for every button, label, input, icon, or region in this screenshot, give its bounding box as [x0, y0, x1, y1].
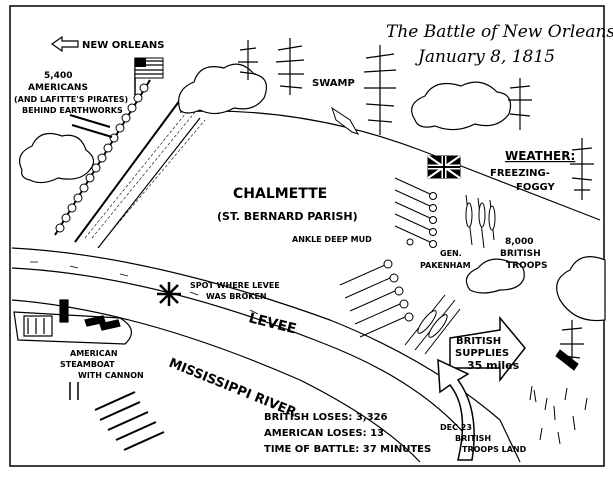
british-flag-icon	[427, 155, 461, 179]
label-americans-1: 5,400	[44, 71, 72, 81]
label-supplies-2: SUPPLIES	[455, 348, 509, 359]
alligator-icon	[331, 106, 360, 135]
pakenham-marker	[406, 238, 414, 246]
cloud-icon	[411, 81, 512, 131]
label-st-bernard: (ST. BERNARD PARISH)	[217, 210, 358, 223]
label-new-orleans: NEW ORLEANS	[82, 40, 164, 51]
tree-icon	[238, 40, 258, 80]
compass-icon	[157, 282, 181, 306]
cloud-icon	[178, 63, 267, 115]
tree-icon	[363, 45, 397, 135]
map-title-line1: The Battle of New Orleans	[386, 22, 613, 42]
american-earthworks	[54, 79, 206, 249]
arrow-icon	[437, 358, 475, 461]
stat-time-of-battle: TIME OF BATTLE: 37 MINUTES	[264, 444, 431, 455]
label-chalmette: CHALMETTE	[233, 186, 327, 202]
arrow-icon	[449, 315, 526, 383]
levee-line	[11, 267, 471, 441]
label-british-troops-2: BRITISH	[500, 249, 541, 259]
label-supplies-1: BRITISH	[456, 336, 501, 347]
label-swamp: SWAMP	[312, 78, 355, 89]
cannon-icon	[69, 114, 113, 138]
cannon-icon	[69, 382, 165, 451]
stat-american-losses: AMERICAN LOSES: 13	[264, 428, 384, 439]
label-levee: LEVEE	[247, 310, 298, 337]
stat-british-losses: BRITISH LOSES: 3,326	[264, 412, 388, 423]
label-levee-break-1: SPOT WHERE LEVEE	[190, 281, 280, 290]
tree-icon	[570, 138, 594, 200]
map-border	[9, 5, 605, 467]
label-americans-2: AMERICANS	[28, 83, 88, 93]
label-weather-1: FREEZING-	[490, 168, 550, 179]
label-steamboat-1: AMERICAN	[70, 349, 118, 358]
tree-icon	[275, 38, 305, 95]
label-british-troops-1: 8,000	[505, 237, 533, 247]
cloud-icon	[465, 258, 525, 294]
steamboat-icon	[13, 299, 132, 345]
american-flag-icon	[134, 57, 164, 95]
label-supplies-3: 35 miles	[467, 359, 520, 372]
label-landing-3: TROOPS LAND	[462, 445, 527, 454]
tree-icon	[508, 78, 532, 130]
field-edge-line	[179, 110, 601, 221]
label-mud: ANKLE DEEP MUD	[292, 235, 372, 244]
river-bank	[11, 299, 421, 463]
label-pakenham-1: GEN.	[440, 249, 462, 258]
british-column	[339, 259, 414, 338]
arrow-left-icon	[50, 35, 79, 53]
label-weather-2: FOGGY	[516, 182, 556, 193]
british-column	[465, 194, 496, 249]
label-weather: WEATHER:	[505, 149, 575, 163]
label-pakenham-2: PAKENHAM	[420, 261, 471, 270]
map-title-line2: January 8, 1815	[415, 47, 555, 67]
label-river: MISSISSIPPI RIVER	[167, 356, 299, 421]
label-americans-3: (AND LAFITTE'S PIRATES)	[14, 95, 128, 104]
label-landing-1: DEC 23	[440, 423, 472, 432]
label-levee-break-2: WAS BROKEN	[206, 292, 267, 301]
cloud-icon	[556, 256, 606, 322]
label-landing-2: BRITISH	[455, 434, 491, 443]
british-column	[404, 294, 461, 355]
label-steamboat-2: STEAMBOAT	[60, 360, 115, 369]
british-column	[394, 177, 437, 248]
cloud-icon	[19, 133, 95, 184]
label-british-troops-3: TROOPS	[506, 261, 547, 271]
label-steamboat-3: WITH CANNON	[78, 371, 144, 380]
label-americans-4: BEHIND EARTHWORKS	[22, 106, 123, 115]
